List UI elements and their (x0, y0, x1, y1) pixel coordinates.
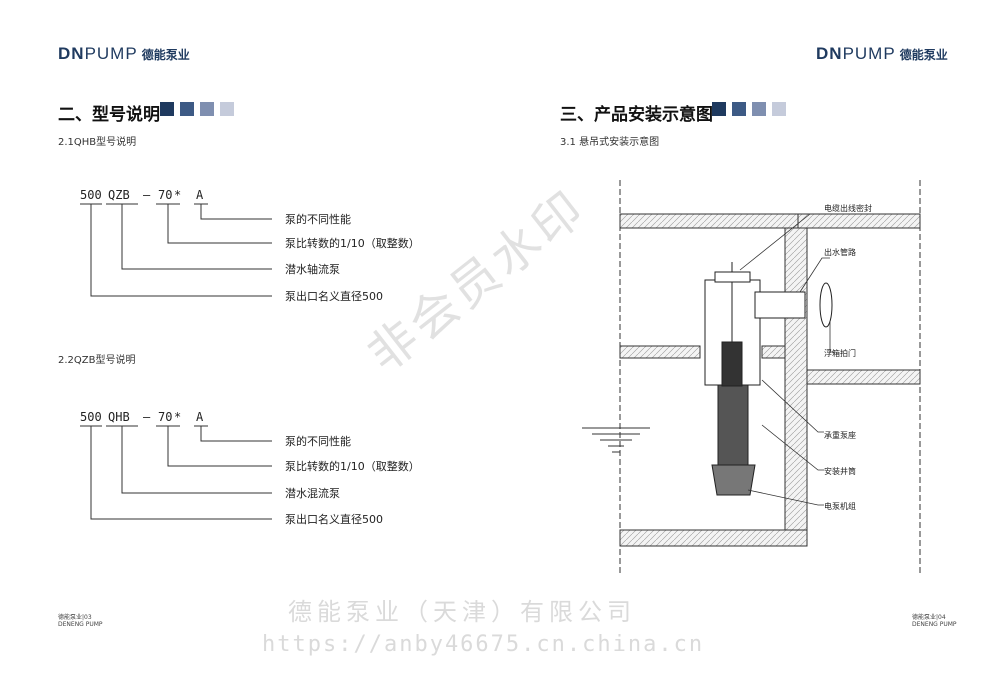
square-2 (732, 102, 746, 116)
bottom-slab (619, 529, 808, 547)
label-outlet-diameter: 泵出口名义直径500 (285, 289, 383, 303)
installation-diagram: 电缆出线密封 出水管路 浮箱拍门 承重泵座 安装井筒 电泵机组 (582, 180, 921, 575)
water-level-icon (582, 427, 650, 453)
code-part-variant: A (196, 410, 204, 424)
label-pump-type: 潜水轴流泵 (285, 262, 340, 276)
mid-slab-right (761, 345, 786, 359)
square-2 (180, 102, 194, 116)
title-squares (160, 102, 234, 116)
footer-left: 德能泵业|03 DENENG PUMP (58, 614, 103, 628)
code-part-dash: – (143, 410, 151, 424)
section-title-models: 二、型号说明 (58, 105, 160, 125)
square-4 (772, 102, 786, 116)
label-well-tube: 安装井筒 (824, 466, 856, 476)
diagram-labels: 电缆出线密封 出水管路 浮箱拍门 承重泵座 安装井筒 电泵机组 (824, 203, 872, 511)
label-specific-speed: 泵比转数的1/10（取整数） (285, 236, 420, 250)
square-3 (200, 102, 214, 116)
label-outlet-pipe: 出水管路 (824, 247, 856, 257)
logo-pump: PUMP (842, 44, 896, 63)
company-watermark: 德能泵业（天津）有限公司 (288, 598, 636, 626)
subtitle-qhb: 2.1QHB型号说明 (58, 137, 137, 148)
label-performance: 泵的不同性能 (285, 434, 351, 448)
subtitle-qzb: 2.2QZB型号说明 (58, 355, 136, 366)
logo-dn: DN (816, 44, 843, 63)
code-part-star: * (174, 410, 181, 424)
code-part-type: QZB (108, 188, 130, 202)
label-performance: 泵的不同性能 (285, 212, 351, 226)
top-slab-right (797, 213, 921, 229)
model-2-diagram: 500 QHB – 70 * A 泵的不同性能 泵比转数的1/10（取整数） 潜… (80, 410, 420, 526)
code-part-dash: – (143, 188, 151, 202)
model-1-diagram: 500 QZB – 70 * A 泵的不同性能 泵比转数的1/10（取整数） 潜… (80, 188, 420, 303)
logo-cn: 德能泵业 (899, 48, 948, 62)
square-4 (220, 102, 234, 116)
footer-brand-en: DENENG PUMP (912, 621, 957, 628)
label-pump-type: 潜水混流泵 (285, 486, 340, 500)
code-part-size: 500 (80, 410, 102, 424)
code-part-speed: 70 (158, 188, 172, 202)
code-part-speed: 70 (158, 410, 172, 424)
code-part-size: 500 (80, 188, 102, 202)
square-1 (160, 102, 174, 116)
square-3 (752, 102, 766, 116)
section-title-install: 三、产品安装示意图 (560, 105, 713, 125)
logo-cn: 德能泵业 (141, 48, 190, 62)
code-part-type: QHB (108, 410, 130, 424)
top-slab-left (619, 213, 799, 229)
label-cable-seal: 电缆出线密封 (824, 203, 872, 213)
label-pump-seat: 承重泵座 (824, 430, 856, 440)
label-flap-valve: 浮箱拍门 (824, 348, 856, 358)
code-part-star: * (174, 188, 181, 202)
leader-lines (739, 213, 834, 506)
footer-page-label: 德能泵业|03 (58, 614, 92, 621)
label-pump-unit: 电泵机组 (824, 501, 856, 511)
pump-unit (704, 262, 833, 496)
outlet-slab (806, 369, 921, 385)
model-diagrams: 500 QZB – 70 * A 泵的不同性能 泵比转数的1/10（取整数） 潜… (80, 188, 420, 526)
footer-page-label: 德能泵业|04 (912, 614, 946, 621)
label-outlet-diameter: 泵出口名义直径500 (285, 512, 383, 526)
logo-dn: DN (58, 44, 85, 63)
footer-right: 德能泵业|04 DENENG PUMP (912, 614, 957, 628)
square-1 (712, 102, 726, 116)
subtitle-suspended: 3.1 悬吊式安装示意图 (560, 137, 660, 148)
title-squares (712, 102, 786, 116)
footer-brand-en: DENENG PUMP (58, 621, 103, 628)
code-part-variant: A (196, 188, 204, 202)
url-watermark: https://anby46675.cn.china.cn (262, 632, 705, 657)
mid-slab-left (619, 345, 701, 359)
logo-pump: PUMP (84, 44, 138, 63)
label-specific-speed: 泵比转数的1/10（取整数） (285, 459, 420, 473)
